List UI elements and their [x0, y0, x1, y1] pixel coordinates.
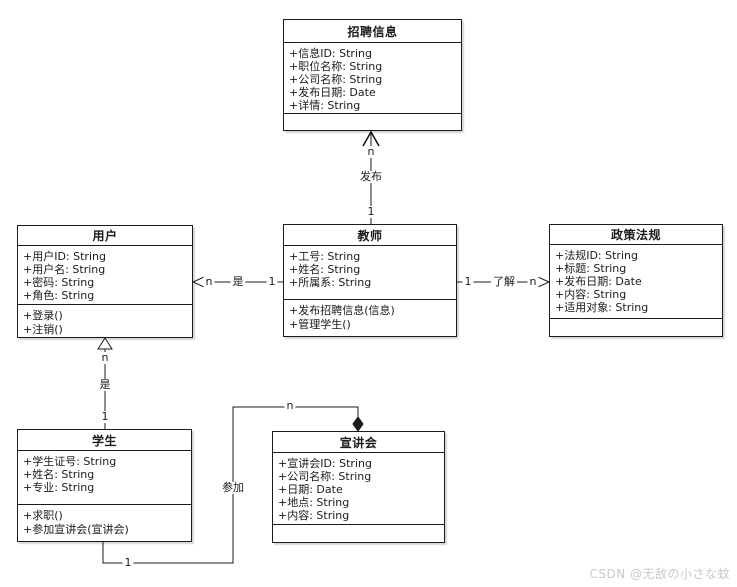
edge-cardinality: 1: [365, 205, 377, 218]
class-box-policy: 政策法规 +法规ID: String +标题: String +发布日期: Da…: [549, 224, 723, 337]
class-attributes: +学生证号: String +姓名: String +专业: String: [18, 451, 191, 504]
class-attribute: +日期: Date: [278, 483, 343, 496]
class-attribute: +角色: String: [23, 289, 95, 302]
edge-cardinality: n: [527, 275, 539, 288]
triangle-arrowhead-is-teacher-icon: [191, 276, 205, 288]
edge-cardinality: n: [99, 351, 111, 364]
triangle-arrowhead-know-icon: [537, 276, 551, 288]
class-methods-empty: [284, 113, 461, 130]
class-attribute: +内容: String: [555, 288, 627, 301]
class-title: 教师: [284, 225, 456, 246]
edge-label-is-teacher: 是: [230, 275, 246, 288]
class-attribute: +职位名称: String: [289, 60, 383, 73]
class-methods: +发布招聘信息(信息) +管理学生(): [284, 299, 456, 336]
class-attribute: +法规ID: String: [555, 249, 638, 262]
edge-cardinality: 1: [99, 410, 111, 423]
class-methods-empty: [273, 524, 444, 542]
triangle-arrowhead-is-student-icon: [97, 337, 113, 350]
open-arrowhead-publish-icon: [362, 130, 380, 147]
class-attributes: +工号: String +姓名: String +所属系: String: [284, 246, 456, 299]
edge-cardinality: n: [365, 145, 377, 158]
class-title: 招聘信息: [284, 20, 461, 43]
class-box-user: 用户 +用户ID: String +用户名: String +密码: Strin…: [17, 225, 193, 338]
class-attribute: +公司名称: String: [278, 470, 372, 483]
class-attribute: +专业: String: [23, 481, 95, 494]
class-attribute: +学生证号: String: [23, 455, 117, 468]
edge-label-is-student: 是: [97, 378, 113, 391]
class-attribute: +公司名称: String: [289, 73, 383, 86]
diamond-arrowhead-attend-icon: [352, 416, 364, 432]
class-method: +参加宣讲会(宣讲会): [23, 523, 129, 536]
edge-label-know: 了解: [491, 275, 517, 288]
class-attributes: +宣讲会ID: String +公司名称: String +日期: Date +…: [273, 453, 444, 524]
class-box-session: 宣讲会 +宣讲会ID: String +公司名称: String +日期: Da…: [272, 431, 445, 543]
class-methods-empty: [550, 318, 722, 336]
class-attribute: +密码: String: [23, 276, 95, 289]
class-attribute: +发布日期: Date: [555, 275, 642, 288]
class-box-student: 学生 +学生证号: String +姓名: String +专业: String…: [17, 429, 192, 542]
class-attribute: +姓名: String: [23, 468, 95, 481]
class-attribute: +发布日期: Date: [289, 86, 376, 99]
class-method: +发布招聘信息(信息): [289, 304, 395, 317]
class-title: 政策法规: [550, 225, 722, 245]
class-attribute: +内容: String: [278, 509, 350, 522]
edge-cardinality: n: [203, 275, 215, 288]
class-methods: +登录() +注销(): [18, 304, 192, 337]
class-attribute: +所属系: String: [289, 276, 372, 289]
class-attributes: +法规ID: String +标题: String +发布日期: Date +内…: [550, 245, 722, 318]
class-box-recruit-info: 招聘信息 +信息ID: String +职位名称: String +公司名称: …: [283, 19, 462, 131]
class-method: +求职(): [23, 509, 63, 522]
class-attributes: +用户ID: String +用户名: String +密码: String +…: [18, 246, 192, 304]
class-title: 学生: [18, 430, 191, 451]
class-attribute: +地点: String: [278, 496, 350, 509]
edge-cardinality: 1: [462, 275, 474, 288]
csdn-watermark: CSDN @无敌の小さな蚊: [589, 567, 730, 581]
class-attribute: +工号: String: [289, 250, 361, 263]
class-method: +登录(): [23, 309, 63, 322]
class-attribute: +宣讲会ID: String: [278, 457, 372, 470]
class-attribute: +用户名: String: [23, 263, 106, 276]
class-attribute: +信息ID: String: [289, 47, 372, 60]
class-attribute: +标题: String: [555, 262, 627, 275]
edge-cardinality: 1: [266, 275, 278, 288]
class-method: +管理学生(): [289, 318, 351, 331]
class-method: +注销(): [23, 323, 63, 336]
class-box-teacher: 教师 +工号: String +姓名: String +所属系: String …: [283, 224, 457, 337]
class-title: 宣讲会: [273, 432, 444, 453]
edge-label-attend: 参加: [220, 481, 246, 494]
edge-cardinality: n: [284, 399, 296, 412]
class-attribute: +姓名: String: [289, 263, 361, 276]
class-methods: +求职() +参加宣讲会(宣讲会): [18, 504, 191, 541]
edge-cardinality: 1: [122, 556, 134, 569]
class-attributes: +信息ID: String +职位名称: String +公司名称: Strin…: [284, 43, 461, 113]
class-attribute: +适用对象: String: [555, 301, 649, 314]
edge-label-publish: 发布: [358, 170, 384, 183]
class-title: 用户: [18, 226, 192, 246]
class-attribute: +详情: String: [289, 99, 361, 112]
class-attribute: +用户ID: String: [23, 250, 106, 263]
